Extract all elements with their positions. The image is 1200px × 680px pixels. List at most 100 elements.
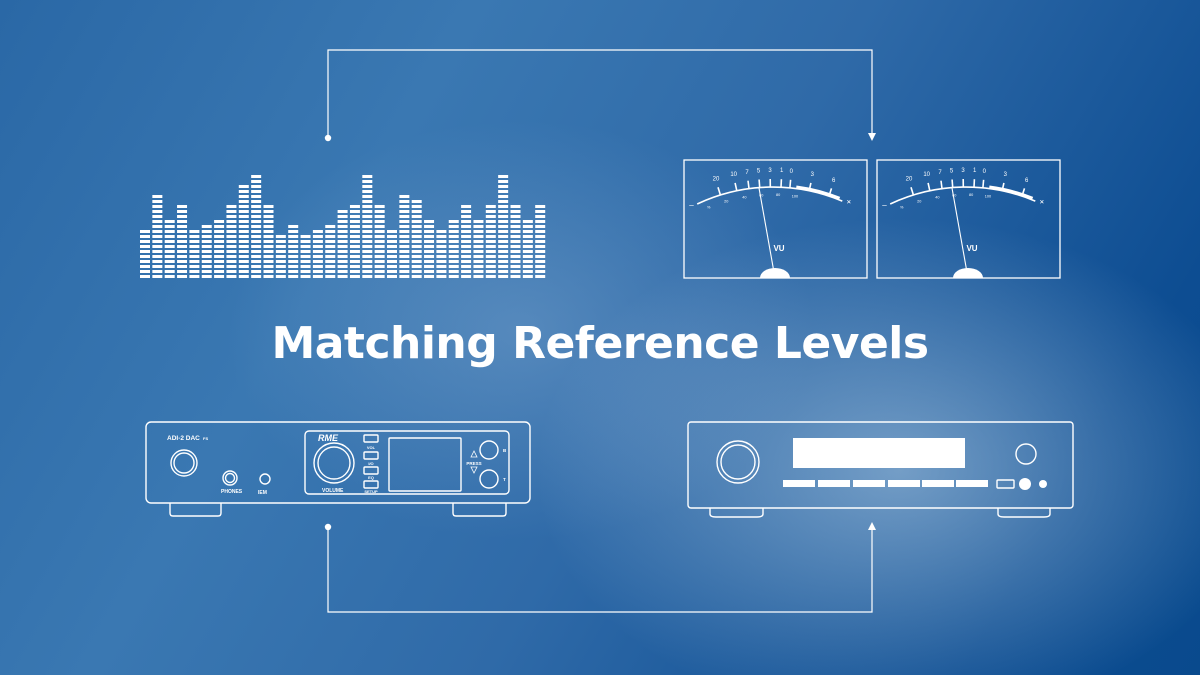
spectrum-segment: [189, 275, 199, 278]
spectrum-segment: [152, 215, 162, 218]
spectrum-segment: [140, 245, 150, 248]
spectrum-segment: [338, 265, 348, 268]
spectrum-segment: [399, 255, 409, 258]
spectrum-segment: [436, 275, 446, 278]
bottom-connector-arrow-icon: [868, 522, 876, 530]
spectrum-segment: [288, 245, 298, 248]
spectrum-segment: [535, 250, 545, 253]
spectrum-segment: [251, 270, 261, 273]
spectrum-segment: [276, 240, 286, 243]
spectrum-segment: [387, 265, 397, 268]
spectrum-segment: [350, 255, 360, 258]
spectrum-segment: [535, 265, 545, 268]
spectrum-segment: [189, 255, 199, 258]
spectrum-column: [251, 175, 261, 278]
spectrum-segment: [399, 225, 409, 228]
spectrum-segment: [301, 270, 311, 273]
top-connector-arrow-icon: [868, 133, 876, 141]
vu-bottom-scale-label: %: [900, 206, 904, 210]
vu-minus-sign: –: [689, 201, 694, 210]
spectrum-segment: [214, 225, 224, 228]
spectrum-segment: [202, 240, 212, 243]
spectrum-segment: [511, 205, 521, 208]
spectrum-segment: [511, 240, 521, 243]
spectrum-segment: [399, 200, 409, 203]
spectrum-segment: [412, 215, 422, 218]
vu-plus-sign: +: [1037, 196, 1048, 207]
vu-top-scale-label: 6: [832, 178, 836, 184]
spectrum-segment: [214, 275, 224, 278]
spectrum-segment: [436, 230, 446, 233]
spectrum-segment: [214, 265, 224, 268]
spectrum-segment: [436, 255, 446, 258]
spectrum-segment: [375, 220, 385, 223]
spectrum-segment: [239, 205, 249, 208]
spectrum-segment: [412, 275, 422, 278]
spectrum-segment: [424, 220, 434, 223]
spectrum-segment: [214, 260, 224, 263]
spectrum-segment: [251, 190, 261, 193]
spectrum-segment: [511, 250, 521, 253]
spectrum-segment: [264, 225, 274, 228]
spectrum-segment: [498, 180, 508, 183]
spectrum-segment: [251, 245, 261, 248]
spectrum-segment: [399, 230, 409, 233]
vu-minus-sign: –: [882, 201, 887, 210]
spectrum-segment: [436, 240, 446, 243]
spectrum-segment: [226, 260, 236, 263]
spectrum-segment: [511, 220, 521, 223]
spectrum-column: [498, 175, 508, 278]
spectrum-segment: [177, 205, 187, 208]
spectrum-segment: [264, 245, 274, 248]
spectrum-segment: [461, 255, 471, 258]
spectrum-segment: [436, 260, 446, 263]
vu-top-scale-label: 0: [983, 169, 987, 175]
spectrum-segment: [165, 275, 175, 278]
spectrum-segment: [350, 260, 360, 263]
spectrum-segment: [301, 250, 311, 253]
receiver-display: [793, 438, 965, 468]
spectrum-segment: [239, 275, 249, 278]
spectrum-segment: [214, 255, 224, 258]
spectrum-segment: [461, 275, 471, 278]
spectrum-segment: [239, 255, 249, 258]
spectrum-segment: [350, 230, 360, 233]
spectrum-segment: [177, 275, 187, 278]
spectrum-segment: [362, 235, 372, 238]
spectrum-segment: [473, 275, 483, 278]
spectrum-segment: [486, 225, 496, 228]
spectrum-segment: [461, 250, 471, 253]
spectrum-segment: [177, 250, 187, 253]
spectrum-segment: [239, 195, 249, 198]
spectrum-segment: [165, 225, 175, 228]
dac-display: [389, 438, 461, 491]
spectrum-segment: [313, 240, 323, 243]
spectrum-segment: [387, 275, 397, 278]
spectrum-segment: [511, 260, 521, 263]
setup-button: [364, 481, 378, 488]
spectrum-segment: [325, 250, 335, 253]
phones-jack-inner: [226, 474, 235, 483]
spectrum-segment: [399, 265, 409, 268]
spectrum-segment: [486, 265, 496, 268]
spectrum-segment: [412, 200, 422, 203]
spectrum-segment: [177, 240, 187, 243]
spectrum-segment: [338, 275, 348, 278]
spectrum-segment: [362, 200, 372, 203]
spectrum-segment: [498, 240, 508, 243]
spectrum-column: [362, 175, 372, 278]
spectrum-segment: [412, 245, 422, 248]
spectrum-segment: [350, 240, 360, 243]
spectrum-segment: [276, 270, 286, 273]
spectrum-segment: [251, 235, 261, 238]
spectrum-segment: [264, 235, 274, 238]
vu-needle-pivot: [760, 268, 790, 278]
spectrum-segment: [239, 210, 249, 213]
receiver-button-5: [922, 480, 954, 487]
spectrum-segment: [276, 275, 286, 278]
spectrum-segment: [177, 270, 187, 273]
spectrum-segment: [301, 260, 311, 263]
receiver-foot-right: [998, 508, 1050, 517]
spectrum-segment: [239, 220, 249, 223]
